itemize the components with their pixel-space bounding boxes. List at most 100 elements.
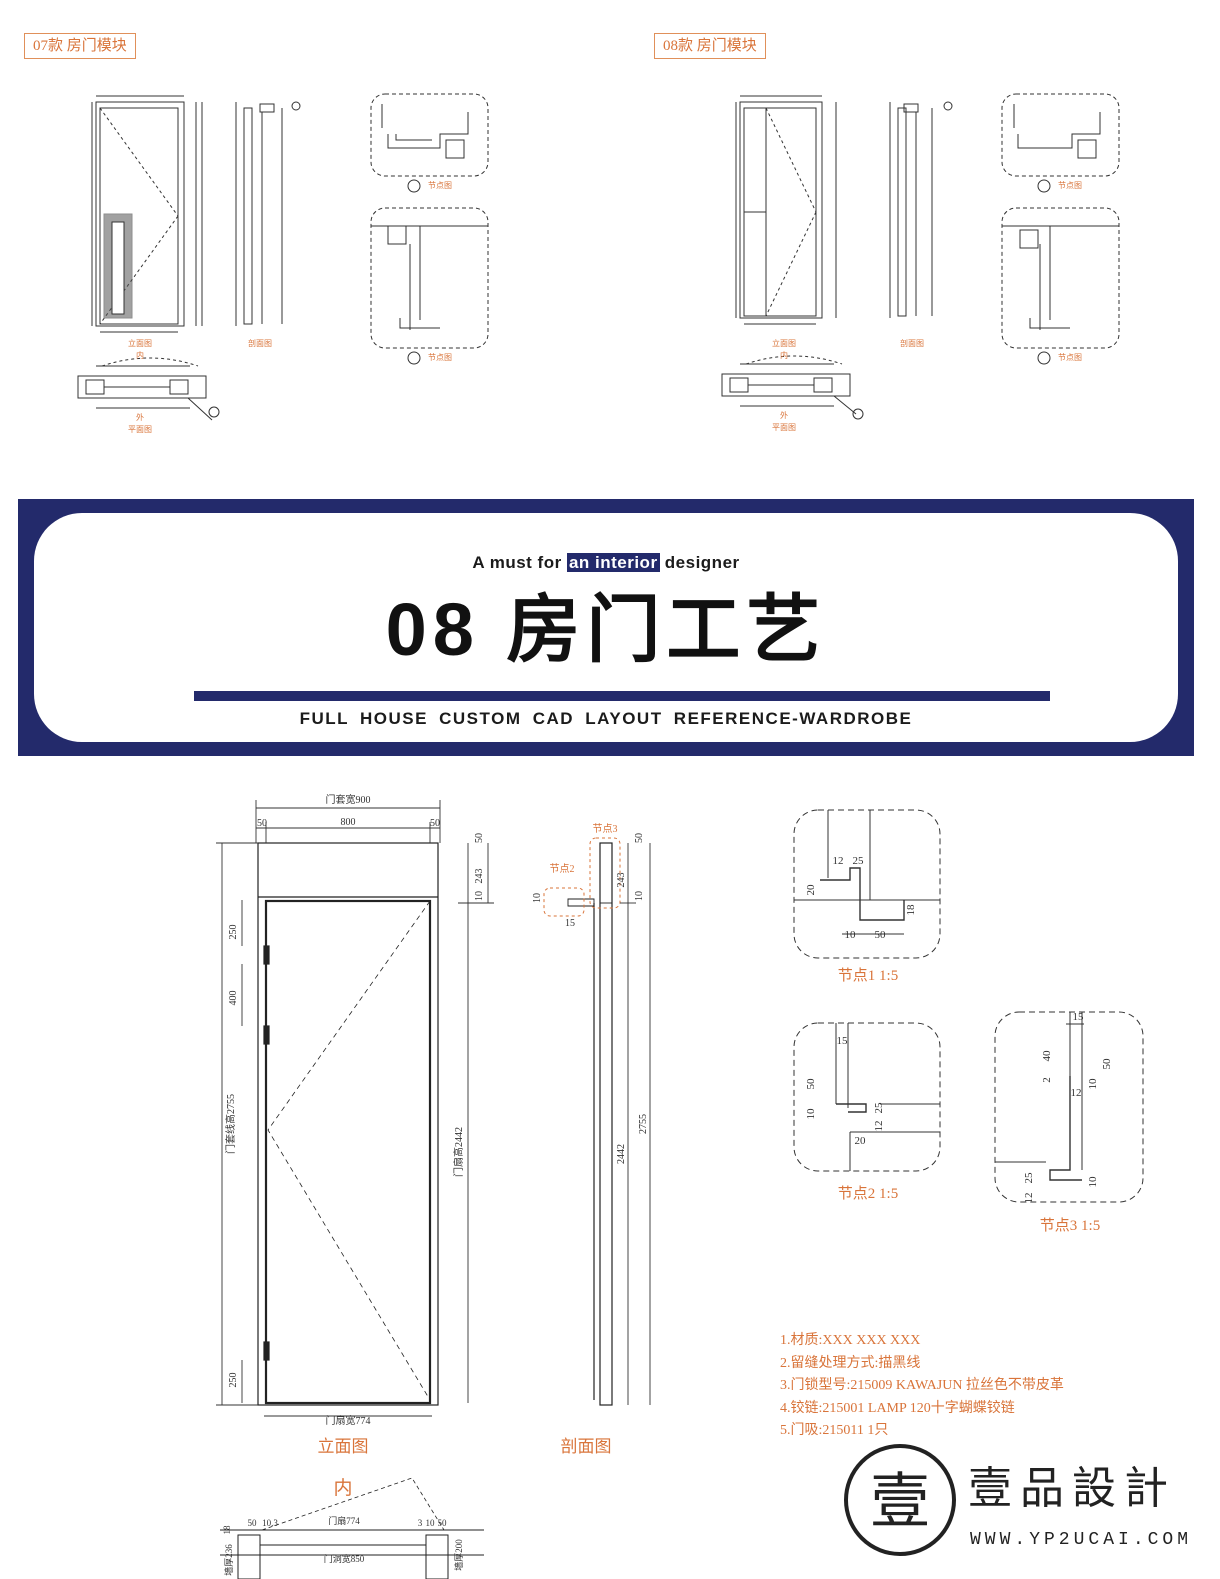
dim-leaf-height: 门扇高2442	[452, 1127, 465, 1177]
m08-inner-label: 内	[780, 350, 788, 360]
note-item: 5.门吸:215011 1只	[780, 1423, 889, 1438]
dim-side-left: 50	[257, 818, 267, 829]
plan-dim-18: 18	[222, 1525, 232, 1535]
plan-dim-50: 50	[248, 1518, 258, 1528]
node3-dim-40: 40	[1041, 1050, 1053, 1062]
dim-250-top: 250	[228, 925, 239, 940]
module-07-section	[235, 101, 301, 326]
m07-plan-label: 平面图	[128, 425, 152, 434]
dim-frame-width: 门套宽900	[326, 793, 371, 806]
dim-overall-height: 门套线高2755	[224, 1094, 237, 1154]
node2-dim-25: 25	[873, 1102, 885, 1114]
dim-250-bottom: 250	[228, 1373, 239, 1388]
module-07-tag: 07款 房门模块	[24, 33, 136, 59]
node2-dim-10: 10	[805, 1108, 817, 1120]
node3-dim-2: 2	[1041, 1077, 1053, 1083]
logo-url: WWW.YP2UCAI.COM	[970, 1530, 1193, 1550]
node3-dim-12: 12	[1071, 1087, 1082, 1099]
dim-400: 400	[228, 991, 239, 1006]
logo-name: 壹品設計	[968, 1464, 1176, 1513]
note-item: 1.材质:XXX XXX XXX	[780, 1333, 921, 1348]
dim-leaf-width: 门扇宽774	[326, 1414, 371, 1427]
module-08-elevation	[735, 95, 837, 325]
elevation-dims	[216, 800, 494, 1417]
node1-dim-25: 25	[853, 855, 865, 867]
section-node2-label: 节点2	[550, 863, 575, 875]
module-07-node-b	[370, 207, 489, 365]
dim-side-right: 50	[430, 818, 440, 829]
m08-outer-label: 外	[780, 410, 788, 420]
node1-dim-50: 50	[875, 929, 887, 941]
section-dim-50: 50	[634, 833, 645, 843]
door-plan	[220, 1477, 484, 1579]
tagline-highlight: an interior	[566, 553, 660, 572]
m07-outer-label: 外	[136, 412, 144, 422]
node3-dim-10b: 10	[1087, 1176, 1099, 1188]
m07-inner-label: 内	[136, 350, 144, 360]
m08-plan-label: 平面图	[772, 423, 796, 432]
door-section	[567, 842, 613, 1406]
node2-dim-50: 50	[805, 1078, 817, 1090]
node1-dim-12: 12	[833, 855, 844, 867]
dim-inner-width: 800	[341, 817, 356, 828]
node2-caption: 节点2 1:5	[838, 1185, 898, 1202]
spec-notes: 1.材质:XXX XXX XXX 2.留缝处理方式:描黑线 3.门锁型号:215…	[780, 1330, 1064, 1443]
section-dims	[620, 843, 651, 1405]
plan-dim-opening: 门洞宽850	[324, 1553, 365, 1564]
plan-dim-200: 墙厚200	[453, 1539, 464, 1571]
node1-detail	[793, 809, 941, 959]
section-dim-2442: 2442	[616, 1144, 627, 1164]
node3-detail	[994, 1011, 1144, 1203]
m07-node-a-label: 节点图	[428, 181, 452, 190]
banner-title: 08 房门工艺	[385, 588, 827, 671]
plan-dim-50r: 50	[438, 1518, 448, 1528]
section-dim-243: 243	[616, 873, 627, 888]
m08-node-a-label: 节点图	[1058, 181, 1082, 190]
banner-subtitle: FULL HOUSE CUSTOM CAD LAYOUT REFERENCE-W…	[299, 709, 913, 728]
m07-section-label: 剖面图	[248, 338, 272, 348]
dim-right-243: 243	[474, 869, 485, 884]
banner-divider	[194, 691, 1050, 701]
node1-dim-20: 20	[805, 884, 817, 896]
plan-dim-leaf: 门扇774	[328, 1515, 360, 1526]
plan-dim-3: 3	[418, 1518, 423, 1528]
plan-dim-10: 10	[426, 1518, 436, 1528]
node3-dim-50: 50	[1101, 1058, 1113, 1070]
node1-dim-18: 18	[905, 904, 917, 916]
m08-section-label: 剖面图	[900, 338, 924, 348]
section-caption: 剖面图	[561, 1437, 612, 1456]
node3-dim-10: 10	[1087, 1078, 1099, 1090]
node1-caption: 节点1 1:5	[838, 967, 898, 984]
section-dim-10b: 10	[634, 891, 645, 901]
logo-mark-glyph: 壹	[870, 1469, 930, 1535]
section-dim-2755: 2755	[638, 1114, 649, 1134]
module-08-tag: 08款 房门模块	[654, 33, 766, 59]
node2-dim-15: 15	[837, 1035, 849, 1047]
module-08-plan	[721, 355, 864, 420]
dim-right-10: 10	[474, 891, 485, 901]
m08-elevation-label: 立面图	[772, 338, 796, 348]
module-07-plan	[77, 357, 220, 421]
node3-dim-12b: 12	[1023, 1193, 1035, 1204]
m07-elevation-label: 立面图	[128, 338, 152, 348]
inner-side-caption: 内	[333, 1477, 352, 1499]
module-07-elevation	[91, 95, 203, 333]
elevation-caption: 立面图	[318, 1437, 369, 1456]
note-item: 3.门锁型号:215009 KAWAJUN 拉丝色不带皮革	[780, 1378, 1064, 1393]
top-module-drawings: 立面图 内 剖面图 外 平面图 节点图 节点图 立面图 内 剖面图 外 平面图 …	[77, 93, 1120, 434]
plan-dim-10-3: 10.3	[262, 1518, 278, 1528]
dim-right-50: 50	[474, 833, 485, 843]
node2-dim-12: 12	[873, 1121, 885, 1132]
module-08-node-b	[1001, 207, 1120, 365]
section-dim-15: 15	[565, 918, 575, 929]
node2-dim-20: 20	[855, 1135, 867, 1147]
m08-node-b-label: 节点图	[1058, 353, 1082, 362]
section-banner: A must for an interior designer 08 房门工艺 …	[18, 499, 1194, 756]
node3-dim-15: 15	[1073, 1011, 1085, 1023]
module-08-section	[889, 101, 953, 318]
module-07-node-a	[370, 93, 489, 193]
logo-mark: 壹	[844, 1444, 956, 1556]
node3-caption: 节点3 1:5	[1040, 1217, 1100, 1234]
banner-tagline: A must for an interior designer	[472, 553, 740, 572]
